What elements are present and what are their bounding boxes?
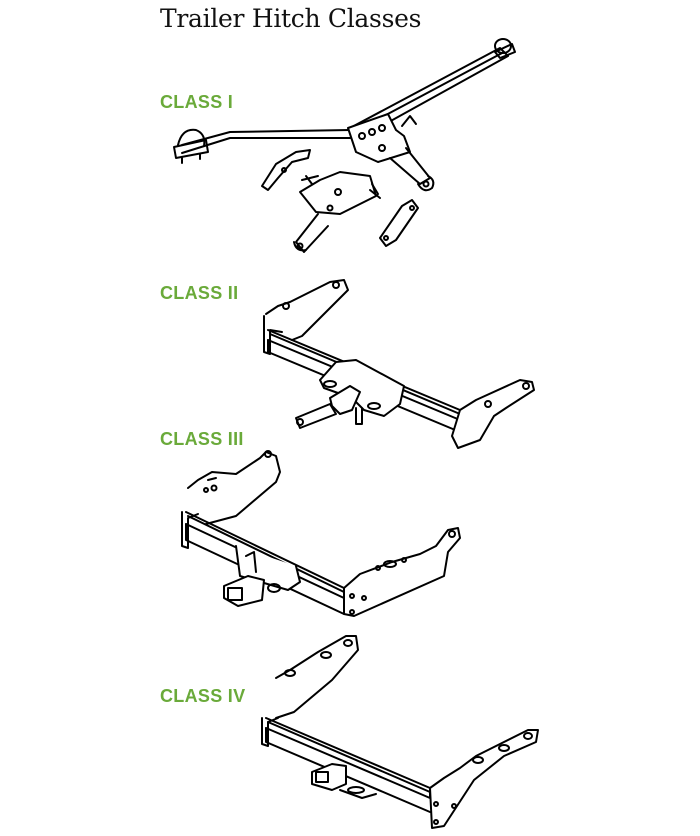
class-4-label: CLASS IV [160, 686, 246, 706]
page-title: Trailer Hitch Classes [160, 4, 422, 33]
class-3-label: CLASS III [160, 429, 244, 449]
class-4-hitch-drawing [261, 635, 539, 829]
class-3-hitch-drawing [181, 450, 461, 617]
class-1-hitch-drawing [173, 38, 516, 253]
class-1-label: CLASS I [160, 92, 234, 112]
class-2-label: CLASS II [160, 283, 239, 303]
class-2-hitch-drawing [263, 279, 535, 449]
